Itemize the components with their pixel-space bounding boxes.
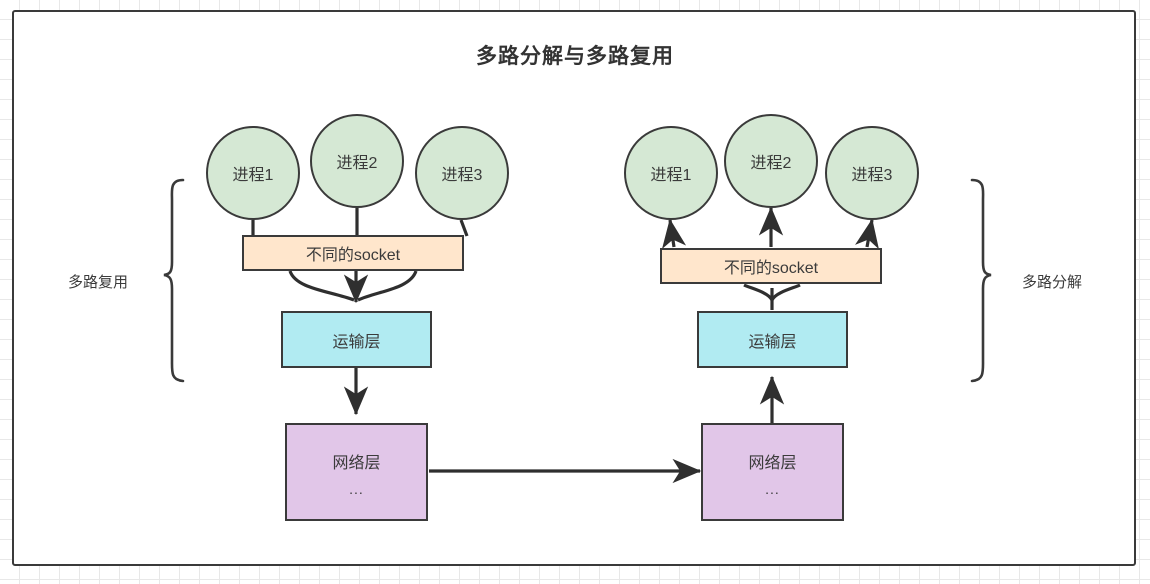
right-process-2[interactable]: 进程2 <box>724 114 818 208</box>
node-label: 网络层 <box>748 454 797 472</box>
left-socket-box[interactable]: 不同的socket <box>242 235 464 271</box>
left-brace-label: 多路复用 <box>68 274 129 291</box>
node-label: 进程2 <box>336 155 378 172</box>
right-network-box[interactable]: 网络层 ... <box>701 423 844 521</box>
node-label: 运输层 <box>332 333 381 351</box>
right-process-1[interactable]: 进程1 <box>624 126 718 220</box>
node-label: 网络层 <box>332 454 381 472</box>
node-label: 进程1 <box>232 167 274 184</box>
node-label: 进程1 <box>650 167 692 184</box>
right-transport-box[interactable]: 运输层 <box>697 311 848 368</box>
node-sublabel: ... <box>765 480 780 497</box>
left-transport-box[interactable]: 运输层 <box>281 311 432 368</box>
node-label: 进程3 <box>851 167 893 184</box>
right-brace-label: 多路分解 <box>1022 274 1083 291</box>
node-label: 进程3 <box>441 167 483 184</box>
node-label: 进程2 <box>750 155 792 172</box>
node-label: 不同的socket <box>305 247 401 264</box>
page-title: 多路分解与多路复用 <box>476 45 674 68</box>
node-label: 运输层 <box>748 333 797 351</box>
right-socket-box[interactable]: 不同的socket <box>660 248 882 284</box>
node-label: 不同的socket <box>723 260 819 277</box>
left-network-box[interactable]: 网络层 ... <box>285 423 428 521</box>
left-process-3[interactable]: 进程3 <box>415 126 509 220</box>
left-process-1[interactable]: 进程1 <box>206 126 300 220</box>
left-process-2[interactable]: 进程2 <box>310 114 404 208</box>
right-process-3[interactable]: 进程3 <box>825 126 919 220</box>
node-sublabel: ... <box>349 480 364 497</box>
diagram-frame <box>12 10 1136 566</box>
